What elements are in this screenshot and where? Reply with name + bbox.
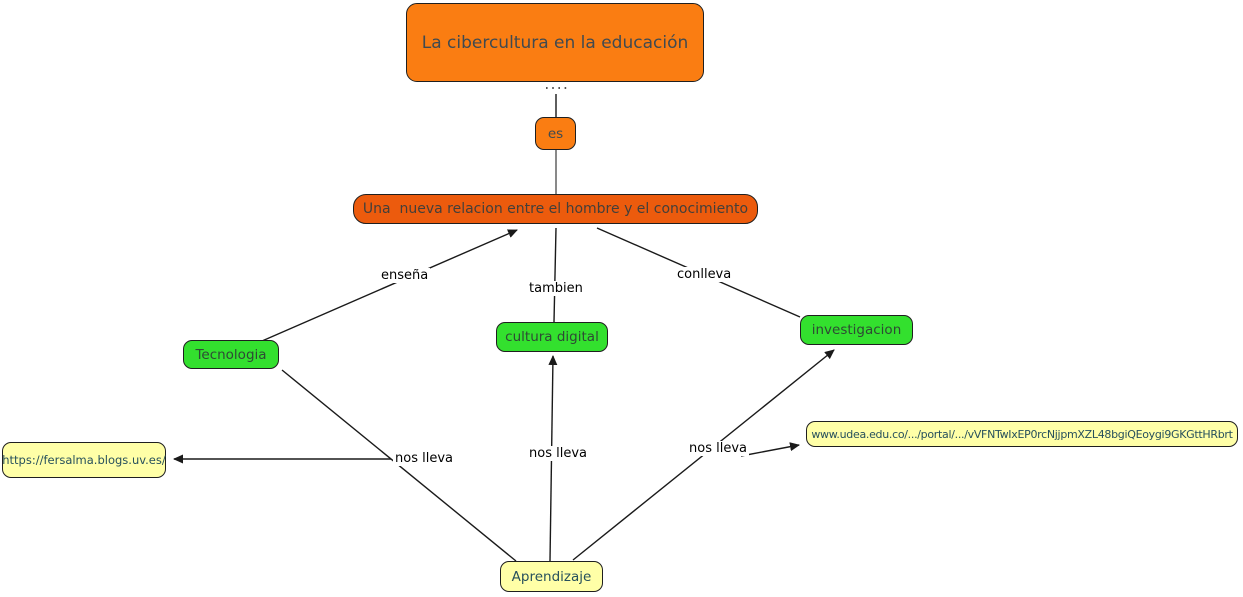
edge-label-nos-lleva-middle[interactable]: nos lleva [527, 446, 589, 461]
node-aprendizaje[interactable]: Aprendizaje [500, 561, 603, 592]
node-la-cibercultura[interactable]: La cibercultura en la educación [406, 3, 704, 82]
node-la-cibercultura-label: La cibercultura en la educación [421, 32, 689, 53]
edge-label-ensena[interactable]: enseña [379, 268, 431, 283]
node-url-udea-label: www.udea.edu.co/.../portal/.../vVFNTwIxE… [811, 427, 1233, 441]
edge-line-tecnologia-relation [261, 229, 518, 342]
node-tecnologia-label: Tecnologia [195, 346, 267, 363]
node-cultura-digital[interactable]: cultura digital [496, 322, 608, 352]
edge-line-noslleva-udea [740, 442, 800, 457]
node-es-label: es [547, 125, 564, 142]
edge-label-tambien[interactable]: tambien [527, 281, 585, 296]
edge-label-conlleva[interactable]: conlleva [675, 267, 734, 282]
node-investigacion-label: investigacion [811, 322, 902, 338]
node-nueva-relacion-label: Una nueva relacion entre el hombre y el … [362, 201, 749, 217]
node-aprendizaje-label: Aprendizaje [511, 568, 592, 585]
node-tecnologia[interactable]: Tecnologia [183, 340, 279, 369]
node-url-udea[interactable]: www.udea.edu.co/.../portal/.../vVFNTwIxE… [806, 421, 1238, 447]
edge-label-nos-lleva-right[interactable]: nos lleva [687, 441, 749, 456]
node-nueva-relacion[interactable]: Una nueva relacion entre el hombre y el … [353, 194, 758, 224]
node-url-fersalma-label: https://fersalma.blogs.uv.es/ [2, 453, 166, 467]
node-cultura-digital-label: cultura digital [505, 329, 599, 345]
node-investigacion[interactable]: investigacion [800, 315, 913, 345]
node-url-fersalma[interactable]: https://fersalma.blogs.uv.es/ [2, 442, 166, 478]
node-es[interactable]: es [535, 117, 576, 150]
edge-label-nos-lleva-left[interactable]: nos lleva [393, 451, 455, 466]
edge-line-relation-cultura [553, 227, 557, 323]
